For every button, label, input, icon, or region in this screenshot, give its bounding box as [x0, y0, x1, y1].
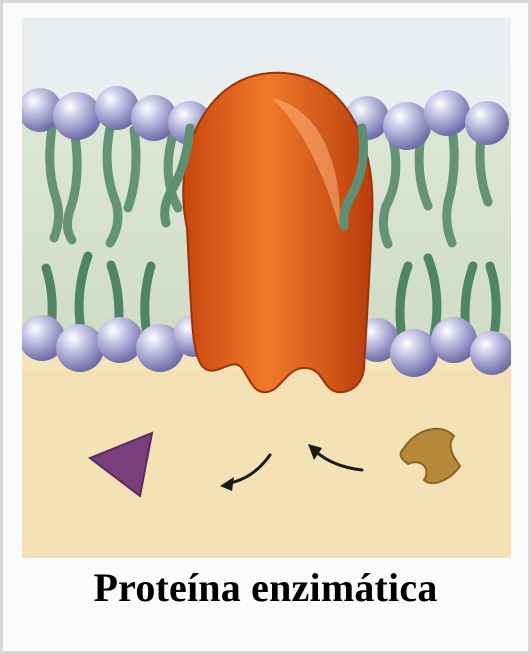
enzyme-protein	[183, 73, 372, 392]
figure-caption: Proteína enzimática	[0, 560, 531, 616]
enzymatic-protein-illustration	[22, 18, 511, 636]
